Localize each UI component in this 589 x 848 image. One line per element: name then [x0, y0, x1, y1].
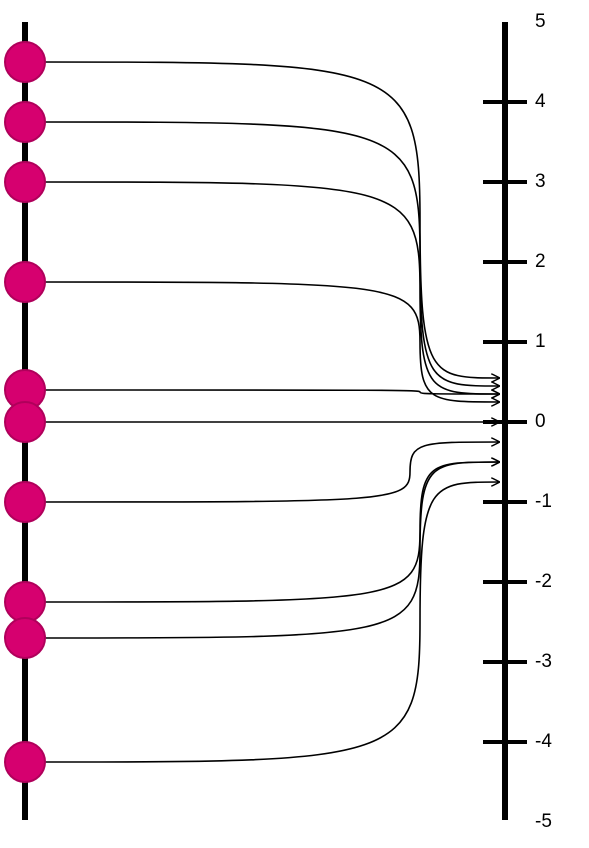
- mapping-arrow: [39, 462, 499, 639]
- mapping-arrow: [39, 61, 499, 378]
- tick-label: -3: [535, 651, 552, 672]
- input-point: [4, 617, 46, 659]
- input-point: [4, 741, 46, 783]
- input-point: [4, 261, 46, 303]
- tick-label: -4: [535, 731, 552, 752]
- input-point: [4, 161, 46, 203]
- input-point: [4, 581, 46, 623]
- tick-label: 1: [535, 331, 546, 352]
- tick-label: 5: [535, 11, 546, 32]
- input-point: [4, 401, 46, 443]
- tick-label: 2: [535, 251, 546, 272]
- mapping-arrows: [39, 61, 499, 763]
- tick-label: -1: [535, 491, 552, 512]
- mapping-arrow: [39, 482, 499, 763]
- input-points: [4, 41, 46, 783]
- mapping-arrow: [39, 462, 499, 603]
- scale-ticks: 5 4 3 2 1 0 -1 -2 -3 -4 -5: [483, 11, 552, 832]
- input-point: [4, 481, 46, 523]
- input-point: [4, 41, 46, 83]
- tick-label: 4: [535, 91, 546, 112]
- mapping-arrow: [39, 389, 499, 394]
- tick-label: 0: [535, 411, 546, 432]
- mapping-arrow: [39, 181, 499, 394]
- tick-label: -2: [535, 571, 552, 592]
- mapping-arrow: [39, 121, 499, 386]
- tick-label: 3: [535, 171, 546, 192]
- input-point: [4, 101, 46, 143]
- mapping-arrow: [39, 281, 499, 402]
- mapping-arrow: [39, 442, 499, 503]
- tick-label: -5: [535, 811, 552, 832]
